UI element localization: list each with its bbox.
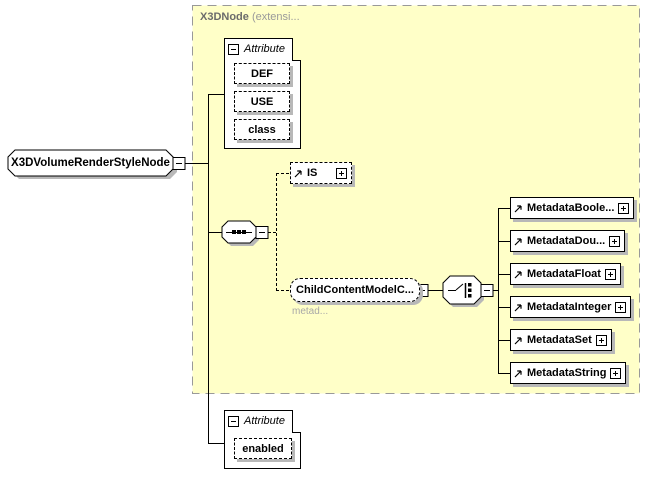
collapse-minus-icon[interactable] (228, 43, 239, 55)
child-content-model-annotation: metad... (292, 306, 329, 317)
element-label: MetadataInteger (527, 300, 612, 313)
attribute-group-bottom-title: Attribute (244, 415, 285, 427)
element-label: MetadataDou... (527, 234, 606, 247)
element-label: MetadataString (527, 366, 607, 379)
element-is-label: IS (307, 166, 318, 179)
expand-plus-icon[interactable] (609, 235, 621, 247)
element-label: MetadataSet (527, 333, 592, 346)
expand-plus-icon[interactable] (610, 367, 622, 379)
root-node-label[interactable]: X3DVolumeRenderStyleNode (11, 157, 170, 169)
expand-plus-icon[interactable] (595, 334, 607, 346)
element-metadata-set[interactable]: MetadataSet (510, 329, 612, 351)
element-metadata-integer[interactable]: MetadataInteger (510, 296, 632, 318)
element-metadata-float[interactable]: MetadataFloat (510, 263, 621, 285)
child-content-model-group[interactable]: ChildContentModelC... (290, 278, 420, 302)
element-ref-arrow-icon (514, 303, 523, 315)
element-ref-arrow-icon (514, 369, 523, 381)
attr-def[interactable]: DEF (234, 63, 290, 84)
element-ref-arrow-icon (514, 270, 523, 282)
element-ref-arrow-icon (294, 169, 303, 181)
expand-plus-icon[interactable] (336, 167, 347, 179)
attr-use[interactable]: USE (234, 91, 290, 112)
element-label: MetadataBoole... (527, 201, 615, 214)
attr-class[interactable]: class (234, 119, 290, 140)
child-content-model-label: ChildContentModelC... (296, 284, 414, 296)
attribute-group-top-tab: Attribute (224, 38, 292, 60)
expand-plus-icon[interactable] (618, 202, 630, 214)
element-ref-arrow-icon (514, 237, 523, 249)
element-ref-arrow-icon (514, 204, 523, 216)
element-metadata-string[interactable]: MetadataString (510, 362, 627, 384)
extension-group-name: X3DNode (200, 11, 249, 23)
element-metadata-double[interactable]: MetadataDou... (510, 230, 626, 252)
extension-group-header: X3DNode (extensi... (200, 11, 300, 23)
attribute-group-bottom-tab: Attribute (224, 410, 292, 432)
attr-enabled[interactable]: enabled (234, 438, 292, 459)
attribute-group-top-title: Attribute (244, 43, 285, 55)
collapse-minus-icon[interactable] (228, 415, 239, 427)
expand-plus-icon[interactable] (615, 301, 627, 313)
expand-plus-icon[interactable] (604, 268, 616, 280)
element-metadata-boolean[interactable]: MetadataBoole... (510, 197, 635, 219)
extension-group-suffix: (extensi... (248, 11, 300, 23)
element-ref-arrow-icon (514, 336, 523, 348)
element-label: MetadataFloat (527, 267, 601, 280)
element-is[interactable]: IS (290, 162, 352, 184)
